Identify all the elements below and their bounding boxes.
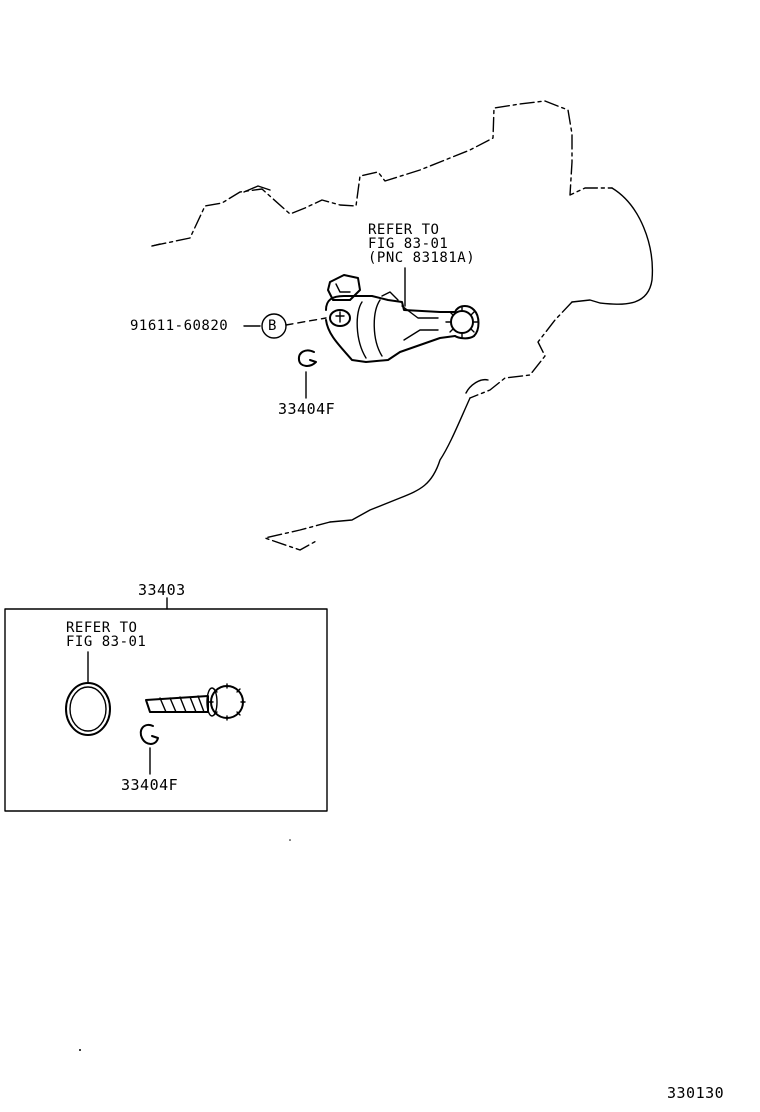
bolt-leader-line: [285, 317, 327, 326]
speck: [289, 839, 291, 841]
refer-to-line2: FIG 83-01: [368, 236, 449, 252]
driven-gear-icon: [145, 683, 246, 721]
refer-to-kit-line2: FIG 83-01: [66, 634, 147, 650]
kit-box: [4, 608, 328, 812]
o-ring-icon: [65, 651, 111, 736]
refer-to-line1: REFER TO: [368, 222, 440, 238]
refer-to-label-kit: REFER TO FIG 83-01: [66, 621, 146, 649]
clip-part-number-kit: 33404F: [121, 776, 179, 794]
bolt-part-number: 91611-60820: [130, 318, 229, 334]
bolt-callout-letter: B: [268, 318, 277, 334]
transmission-housing-outline: [151, 100, 654, 551]
kit-part-number: 33403: [138, 581, 186, 599]
speck: [79, 1049, 81, 1051]
clip-part-number-top: 33404F: [278, 400, 336, 418]
figure-code: 330130: [667, 1084, 725, 1102]
refer-to-kit-line1: REFER TO: [66, 620, 138, 636]
refer-to-line3: (PNC 83181A): [368, 250, 476, 266]
clip-icon: [297, 349, 317, 399]
speed-sensor-assembly: [325, 274, 480, 363]
bolt-callout-circle: [261, 313, 287, 339]
kit-clip-icon: [139, 724, 159, 775]
refer-to-label-main: REFER TO FIG 83-01 (PNC 83181A): [368, 223, 475, 265]
